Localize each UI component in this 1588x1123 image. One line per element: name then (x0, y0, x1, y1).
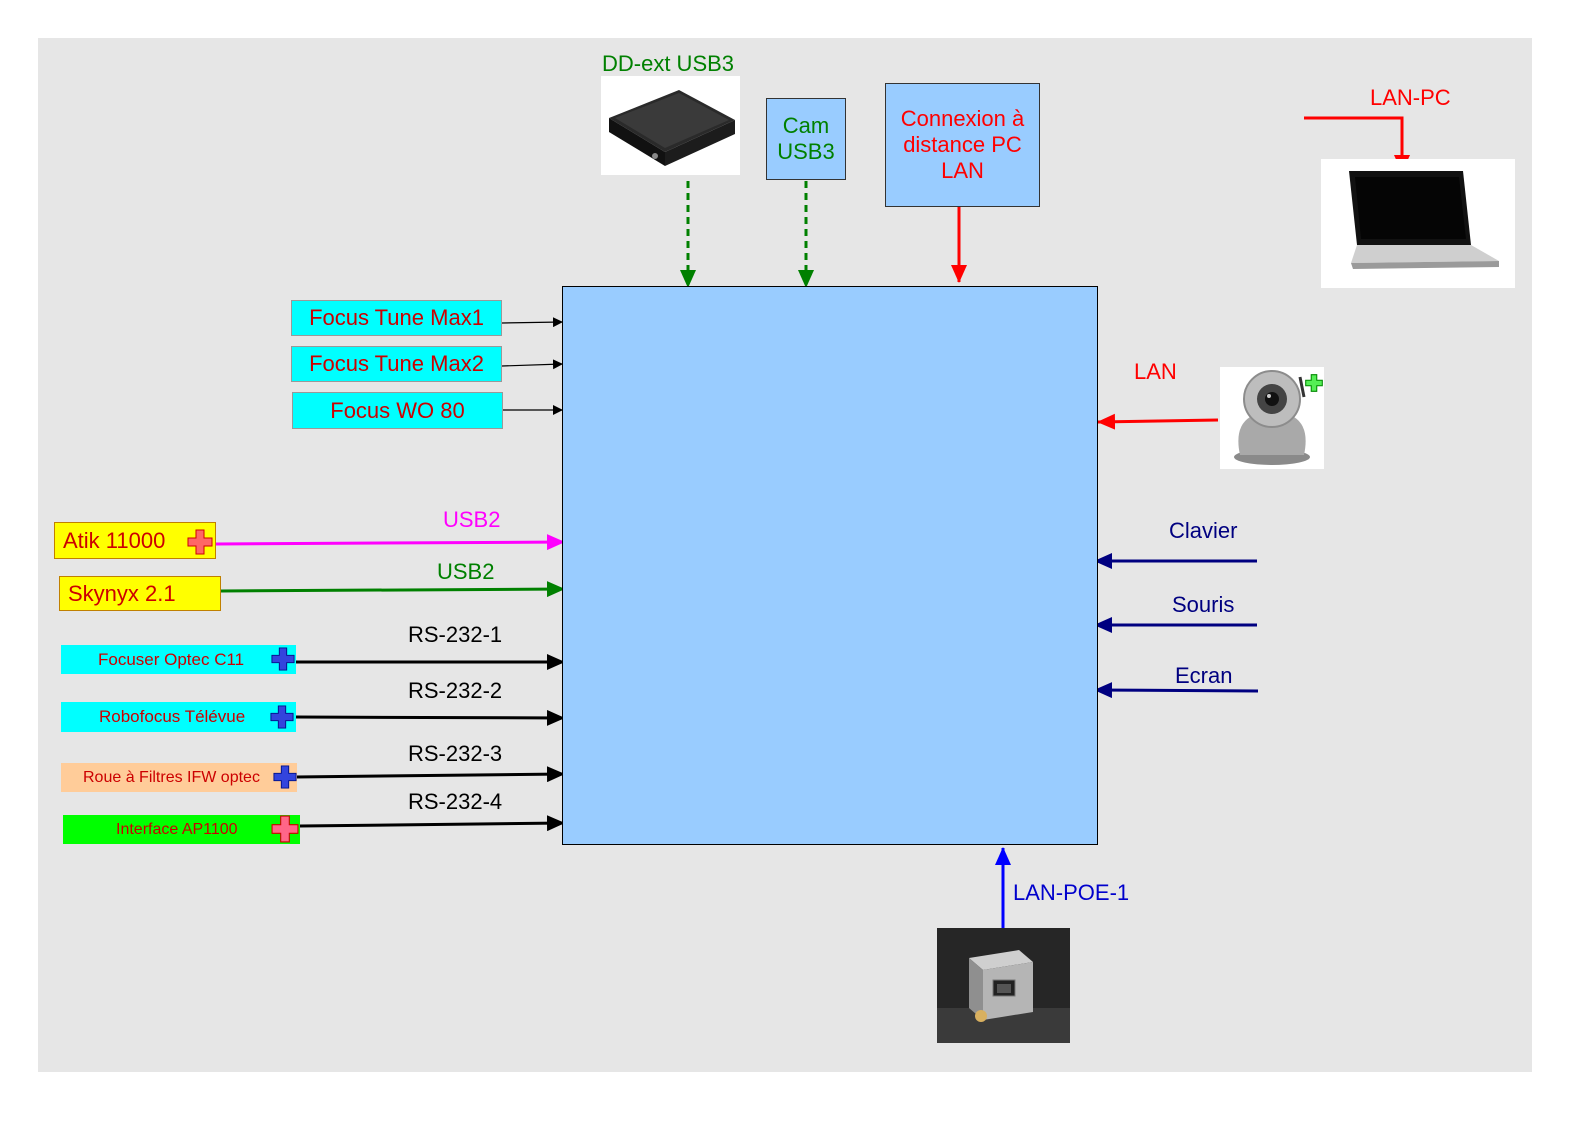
external-hard-drive-icon (601, 76, 740, 175)
arrow-focus-1 (501, 317, 563, 328)
central-pc-hub (562, 286, 1098, 845)
plus-cross-icon (187, 529, 213, 555)
serial-box-4: Interface AP1100 (63, 815, 300, 844)
serial-box-3: Roue à Filtres IFW optec (61, 763, 297, 792)
laptop-icon (1321, 159, 1515, 288)
remote-line3: LAN (941, 158, 984, 183)
lan-poe-label: LAN-POE-1 (1013, 880, 1130, 905)
plus-cross-icon (273, 765, 297, 789)
arrow-focus-2 (501, 359, 563, 370)
serial-box-2: Robofocus Télévue (61, 702, 296, 732)
focuser-box-1: Focus Tune Max1 (291, 300, 502, 336)
rs232-label-2: RS-232-2 (408, 678, 503, 703)
usb-link-label-atik: USB2 (443, 507, 501, 532)
keyboard-label: Clavier (1169, 518, 1238, 543)
focuser-box-2: Focus Tune Max2 (291, 346, 502, 382)
rs232-label-3: RS-232-3 (408, 741, 503, 766)
plus-cross-icon (270, 705, 294, 729)
plus-cross-icon (271, 815, 299, 843)
cam-usb3-line1: Cam (782, 113, 830, 138)
rs232-label-1: RS-232-1 (408, 622, 503, 647)
arrow-rs232-3 (295, 766, 565, 783)
atik-label: Atik 11000 (63, 527, 166, 553)
arrow-rs232-4 (299, 815, 565, 832)
arrow-rs232-2 (295, 709, 565, 726)
arrow-screen (1094, 682, 1259, 699)
mouse-label: Souris (1172, 592, 1235, 617)
cam-usb3-box: Cam USB3 (766, 98, 846, 180)
lan-pc-label: LAN-PC (1370, 85, 1451, 110)
plus-cross-icon (1305, 374, 1323, 392)
serial-label-4: Interface AP1100 (116, 820, 238, 838)
serial-label-3: Roue à Filtres IFW optec (83, 768, 260, 786)
arrow-usb-atik (215, 534, 565, 551)
remote-line1: Connexion à (900, 106, 1025, 131)
skynyx-box: Skynyx 2.1 (59, 576, 221, 611)
arrow-ipcam-lan (1097, 413, 1219, 430)
cam-usb3-line2: USB3 (777, 139, 835, 164)
serial-label-2: Robofocus Télévue (99, 707, 246, 726)
focuser-box-3: Focus WO 80 (292, 392, 503, 429)
remote-connection-box: Connexion à distance PC LAN (885, 83, 1040, 207)
drive-label: DD-ext USB3 (602, 51, 735, 76)
industrial-camera-icon (937, 928, 1070, 1043)
serial-box-1: Focuser Optec C11 (61, 645, 296, 674)
ipcam-lan-label: LAN (1134, 359, 1177, 384)
rs232-label-4: RS-232-4 (408, 789, 503, 814)
skynyx-label: Skynyx 2.1 (68, 580, 176, 606)
arrow-usb-skynyx (220, 581, 565, 598)
remote-line2: distance PC (903, 132, 1022, 157)
ip-camera-icon (1220, 367, 1324, 469)
serial-label-1: Focuser Optec C11 (98, 649, 245, 669)
usb-link-label-skynyx: USB2 (437, 559, 495, 584)
arrow-lan-pc (1304, 116, 1410, 173)
plus-cross-icon (271, 647, 295, 671)
screen-label: Ecran (1175, 663, 1233, 688)
